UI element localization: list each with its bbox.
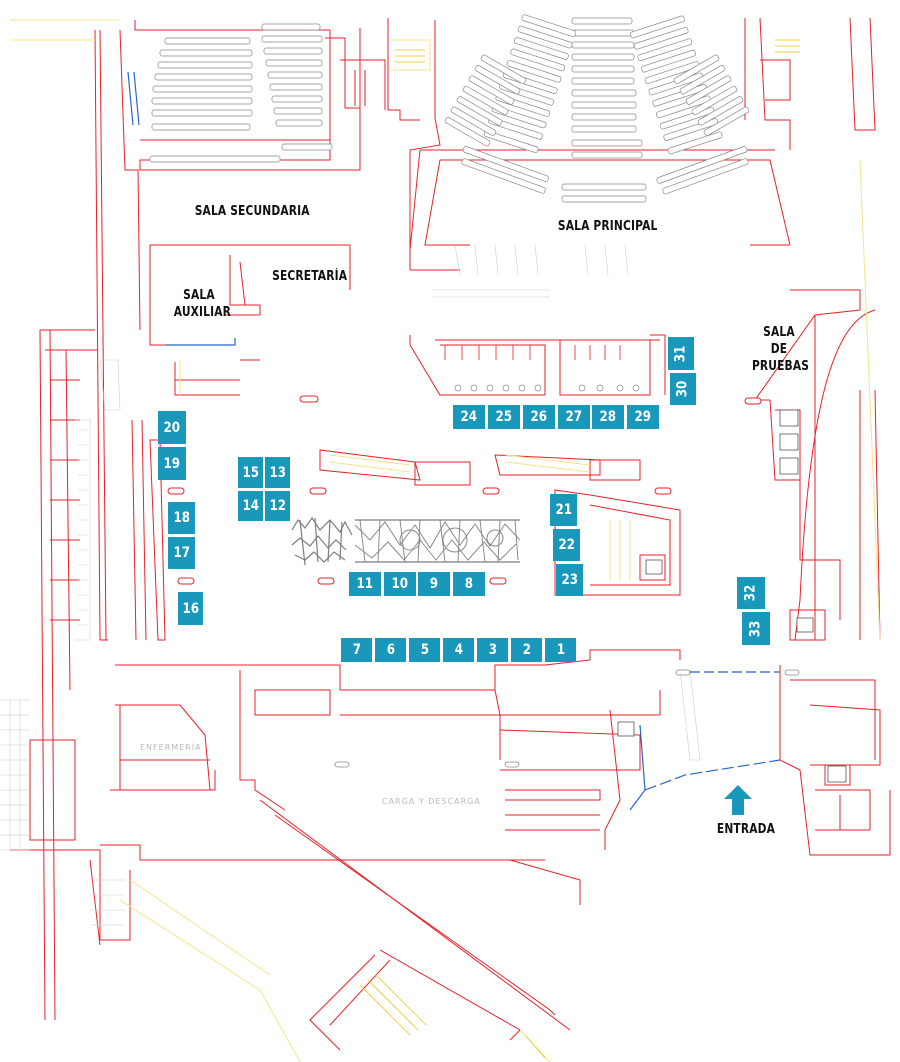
stand-29[interactable]: 29: [627, 405, 659, 429]
stand-7[interactable]: 7: [341, 638, 372, 662]
label-sala-secundaria: SALA SECUNDARIA: [194, 204, 310, 219]
stand-4[interactable]: 4: [443, 638, 474, 662]
stand-17[interactable]: 17: [168, 537, 195, 569]
stand-26[interactable]: 26: [523, 405, 555, 429]
label-sala-principal: SALA PRINCIPAL: [557, 219, 658, 234]
stand-6[interactable]: 6: [375, 638, 406, 662]
stand-18[interactable]: 18: [168, 502, 195, 534]
stand-19[interactable]: 19: [158, 447, 186, 480]
label-secretaria: SECRETARÍA: [272, 269, 348, 284]
stand-5[interactable]: 5: [409, 638, 440, 662]
label-sala-pruebas-line3: PRUEBAS: [751, 359, 810, 374]
stand-20[interactable]: 20: [158, 411, 186, 444]
label-entrada: ENTRADA: [716, 822, 776, 837]
label-sala-auxiliar-line2: AUXILIAR: [173, 305, 232, 320]
stand-1[interactable]: 1: [545, 638, 576, 662]
stand-28[interactable]: 28: [592, 405, 624, 429]
stand-21[interactable]: 21: [550, 494, 577, 526]
stand-22[interactable]: 22: [553, 529, 580, 561]
stand-30[interactable]: 30: [670, 373, 696, 405]
label-enfermeria: ENFERMERÍA: [140, 743, 202, 752]
stand-8[interactable]: 8: [453, 572, 485, 596]
label-sala-auxiliar-line1: SALA: [183, 288, 215, 303]
stand-12[interactable]: 12: [265, 491, 290, 521]
stand-3[interactable]: 3: [477, 638, 508, 662]
stand-2[interactable]: 2: [511, 638, 542, 662]
stand-23[interactable]: 23: [556, 564, 583, 596]
label-sala-pruebas-line1: SALA: [763, 325, 795, 340]
stand-11[interactable]: 11: [349, 572, 381, 596]
stand-16[interactable]: 16: [178, 592, 203, 625]
stand-13[interactable]: 13: [265, 457, 290, 488]
stand-25[interactable]: 25: [488, 405, 520, 429]
stand-33[interactable]: 33: [742, 612, 770, 645]
stand-14[interactable]: 14: [238, 491, 263, 521]
stand-9[interactable]: 9: [418, 572, 450, 596]
label-sala-pruebas-line2: DE: [770, 342, 788, 357]
stand-27[interactable]: 27: [558, 405, 590, 429]
stand-32[interactable]: 32: [737, 577, 765, 609]
stand-24[interactable]: 24: [453, 405, 485, 429]
entrance-arrow-icon: [724, 785, 752, 815]
stand-31[interactable]: 31: [668, 337, 694, 370]
label-carga-descarga: CARGA Y DESCARGA: [382, 797, 481, 806]
stand-10[interactable]: 10: [384, 572, 416, 596]
stand-15[interactable]: 15: [238, 457, 263, 488]
